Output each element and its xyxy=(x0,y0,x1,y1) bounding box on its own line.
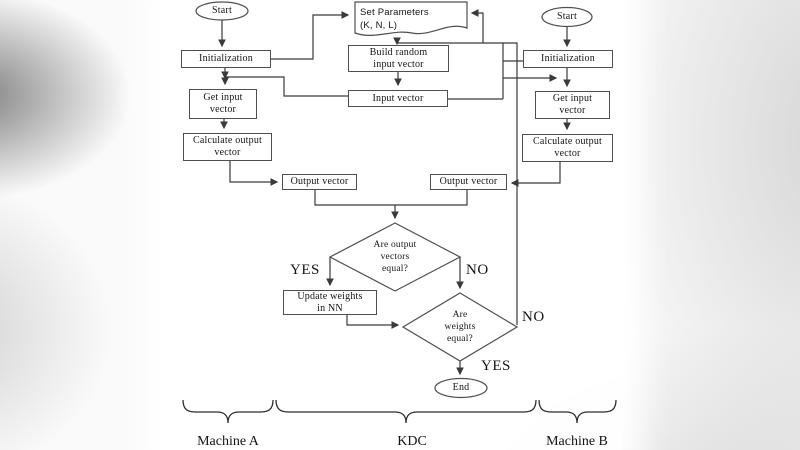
node-initialization-a: Initialization xyxy=(181,50,271,68)
edge-update-to-decision2 xyxy=(346,315,400,329)
start-a-ellipse xyxy=(195,1,249,21)
machine-a-brace xyxy=(182,399,274,424)
yes-label-outputs: YES xyxy=(290,262,320,278)
end-ellipse xyxy=(434,377,488,399)
set-params-label: Set Parameters (K, N, L) xyxy=(360,6,429,31)
edge-calc-b-to-output-vector xyxy=(510,162,561,187)
start-a-label: Start xyxy=(212,5,232,16)
node-output-vector-left: Output vector xyxy=(282,174,357,190)
decision-outputs-label: Are output vectors equal? xyxy=(373,240,417,274)
node-get-input-a: Get input vector xyxy=(189,89,257,119)
node-build-random-input-vector: Build random input vector xyxy=(348,45,449,72)
group-label-kdc: KDC xyxy=(397,434,427,449)
node-calc-output-a: Calculate output vector xyxy=(183,133,272,161)
kdc-brace xyxy=(275,399,537,424)
group-label-machine-a: Machine A xyxy=(197,434,259,449)
node-update-weights: Update weights in NN xyxy=(283,290,377,315)
edge-init-a-to-set-params xyxy=(271,11,350,60)
group-label-machine-b: Machine B xyxy=(546,434,608,449)
edge-output-vectors-merge xyxy=(314,190,468,206)
no-label-outputs: NO xyxy=(466,262,489,278)
no-label-weights: NO xyxy=(522,309,545,325)
edge-bus-to-set-params xyxy=(470,9,484,43)
node-get-input-b: Get input vector xyxy=(535,91,610,119)
decision-weights-diamond xyxy=(401,292,519,362)
set-params-document-shape xyxy=(354,1,468,36)
end-label: End xyxy=(452,382,470,393)
start-b-ellipse xyxy=(541,6,593,28)
decision-weights-label: Are weights equal? xyxy=(444,310,476,344)
node-input-vector: Input vector xyxy=(348,90,448,107)
machine-b-brace xyxy=(538,399,617,424)
node-output-vector-right: Output vector xyxy=(430,174,507,190)
yes-label-weights: YES xyxy=(481,358,511,374)
start-b-label: Start xyxy=(557,11,577,22)
decision-outputs-diamond xyxy=(328,222,462,292)
node-calc-output-b: Calculate output vector xyxy=(522,134,613,162)
node-initialization-b: Initialization xyxy=(523,50,613,68)
edge-calc-a-to-output-vector xyxy=(229,161,279,186)
